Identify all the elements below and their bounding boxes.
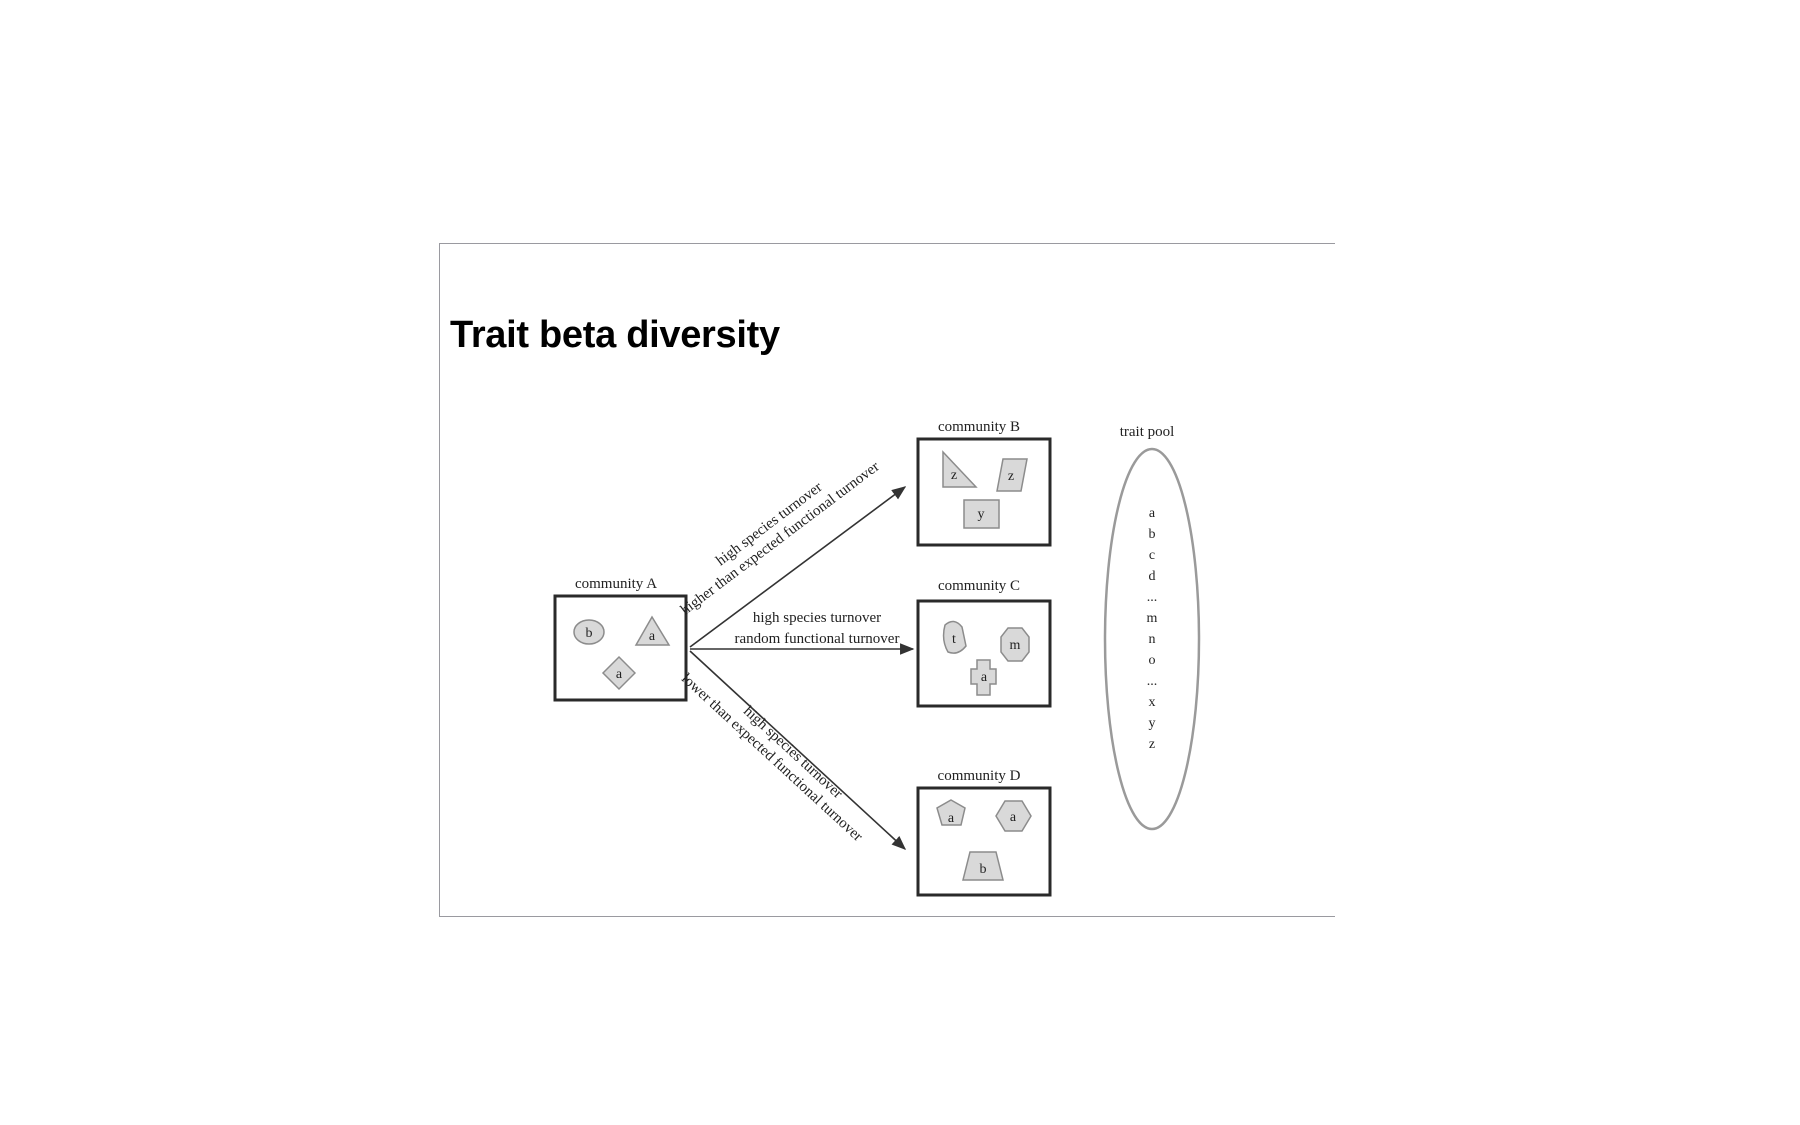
trait-pool-item: b [1149,527,1156,542]
trait-pool-item: ... [1147,674,1158,689]
community-b-box [916,437,1052,547]
trait-label: y [978,507,985,522]
slide-title: Trait beta diversity [450,314,780,356]
community-c: community C t m a [916,578,1052,708]
trait-square-y: y [963,499,1000,529]
community-a: community A b a a [553,576,688,702]
trait-oval-b: b [573,619,605,645]
trait-label: z [1008,469,1014,484]
trait-pool-item: a [1149,506,1156,521]
arrow-d-labels: high species turnover lower than expecte… [678,671,865,845]
trait-right-triangle-z: z [942,450,978,488]
trait-pool-label: trait pool [1120,424,1175,440]
trait-pool-item: z [1149,737,1155,752]
trait-hexagon-a: a [995,800,1032,832]
trait-pool-item: m [1147,611,1158,626]
trait-label: a [1010,810,1017,825]
arrow-c-label-2: random functional turnover [735,631,900,647]
trait-pool-item: n [1149,632,1156,647]
trait-label: a [981,670,988,685]
trait-diamond-a: a [601,655,637,691]
community-c-label: community C [938,578,1020,594]
trait-pool-item: x [1149,695,1156,710]
trait-pentagon-a: a [936,799,966,826]
trait-label: a [649,629,656,644]
trait-pool-item: ... [1147,590,1158,605]
trait-octagon-m: m [1000,627,1030,662]
community-a-label: community A [575,576,657,592]
trait-label: a [616,667,623,682]
community-b: community B z z y [916,419,1052,547]
trait-label: m [1010,638,1021,653]
arrow-b-labels: high species turnover higher than expect… [678,459,883,619]
community-d: community D a a b [916,768,1052,897]
arrow-to-community-b [689,486,907,648]
slide-frame [439,243,1335,917]
trait-trapezoid-b: b [962,851,1004,881]
trait-label: b [980,862,987,877]
trait-parallelogram-z: z [996,458,1028,492]
trait-blob-t: t [942,620,967,654]
trait-label: z [951,468,957,483]
trait-label: a [948,811,955,826]
trait-triangle-a: a [634,615,671,646]
trait-cross-a: a [970,659,997,696]
trait-label: b [586,626,593,641]
arrow-d-label-2: lower than expected functional turnover [678,671,865,845]
arrow-to-community-d [689,650,907,850]
arrow-c-labels: high species turnover random functional … [735,610,900,647]
trait-label: t [952,632,956,647]
trait-pool-item: c [1149,548,1155,563]
arrow-c-label-1: high species turnover [753,610,881,626]
community-d-label: community D [938,768,1021,784]
trait-pool-item: o [1149,653,1156,668]
trait-pool-item: y [1149,716,1156,731]
arrow-b-label-2: higher than expected functional turnover [678,459,883,619]
community-b-label: community B [938,419,1020,435]
trait-pool-ellipse [1103,447,1201,831]
trait-pool-item: d [1149,569,1156,584]
